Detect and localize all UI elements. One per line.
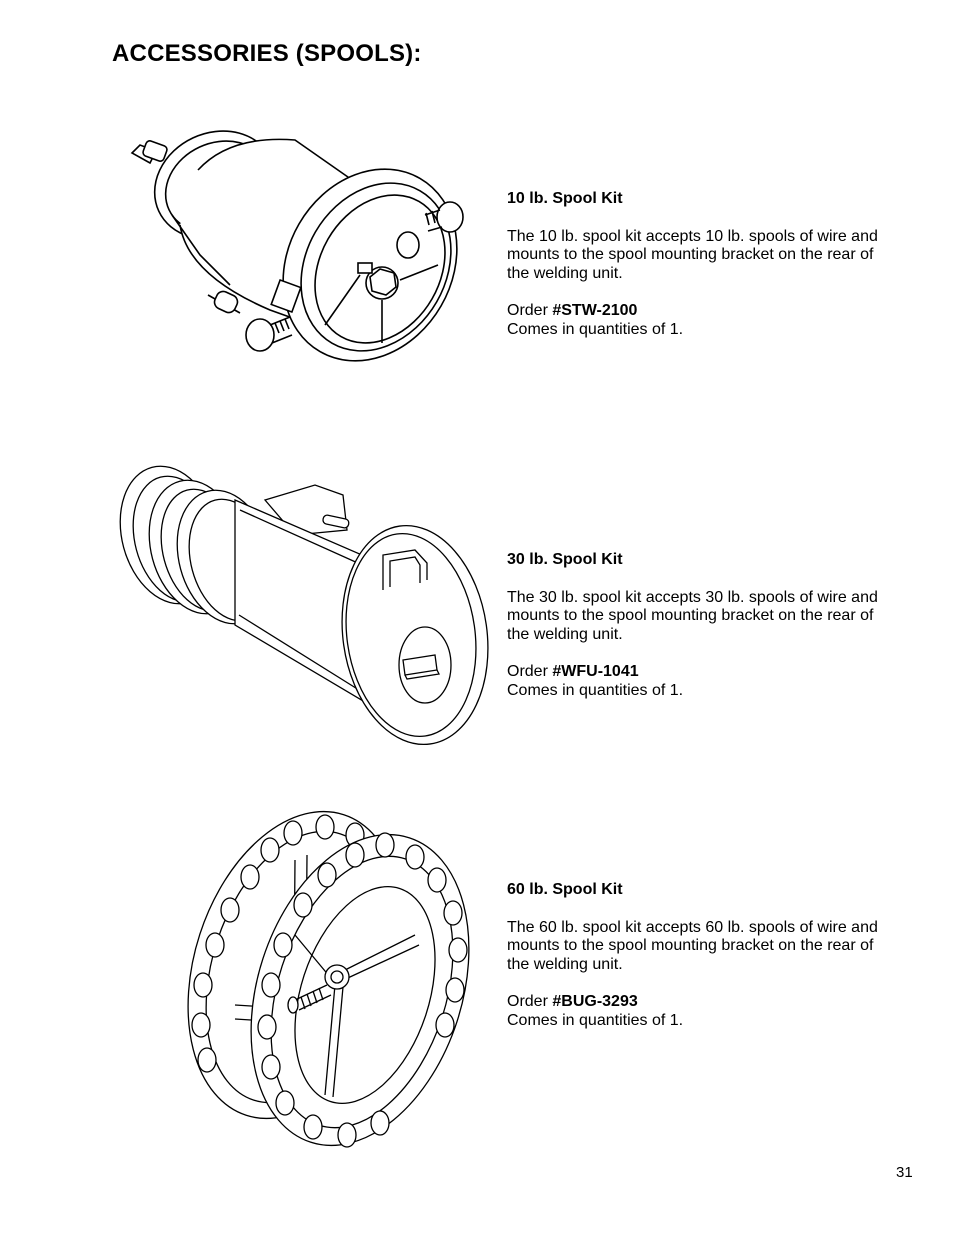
order-label: Order (507, 993, 548, 1011)
spool-30lb-illustration (115, 455, 495, 750)
order-number: #WFU-1041 (552, 663, 639, 681)
spool-60lb-illustration (175, 805, 485, 1150)
kit-title: 30 lb. Spool Kit (507, 551, 623, 568)
order-label: Order (507, 302, 548, 320)
kit-body: The 30 lb. spool kit accepts 30 lb. spoo… (507, 588, 878, 643)
quantity-text: Comes in quantities of 1. (507, 320, 684, 338)
kit-title: 60 lb. Spool Kit (507, 881, 623, 898)
spool-10lb-illustration (120, 105, 480, 390)
order-line: Order #WFU-1041 (507, 663, 897, 682)
quantity-text: Comes in quantities of 1. (507, 1011, 684, 1029)
kit-description-10lb: 10 lb. Spool Kit The 10 lb. spool kit ac… (507, 190, 897, 340)
order-number: #STW-2100 (552, 302, 638, 320)
order-label: Order (507, 663, 548, 681)
order-number: #BUG-3293 (552, 993, 638, 1011)
quantity-text: Comes in quantities of 1. (507, 681, 684, 699)
order-line: Order #STW-2100 (507, 302, 897, 321)
kit-description-30lb: 30 lb. Spool Kit The 30 lb. spool kit ac… (507, 551, 897, 701)
kit-body: The 10 lb. spool kit accepts 10 lb. spoo… (507, 227, 878, 282)
kit-title: 10 lb. Spool Kit (507, 190, 623, 207)
kit-body: The 60 lb. spool kit accepts 60 lb. spoo… (507, 918, 878, 973)
page-number: 31 (896, 1164, 913, 1181)
order-line: Order #BUG-3293 (507, 993, 897, 1012)
page-title: ACCESSORIES (SPOOLS): (112, 40, 422, 67)
kit-description-60lb: 60 lb. Spool Kit The 60 lb. spool kit ac… (507, 881, 897, 1031)
